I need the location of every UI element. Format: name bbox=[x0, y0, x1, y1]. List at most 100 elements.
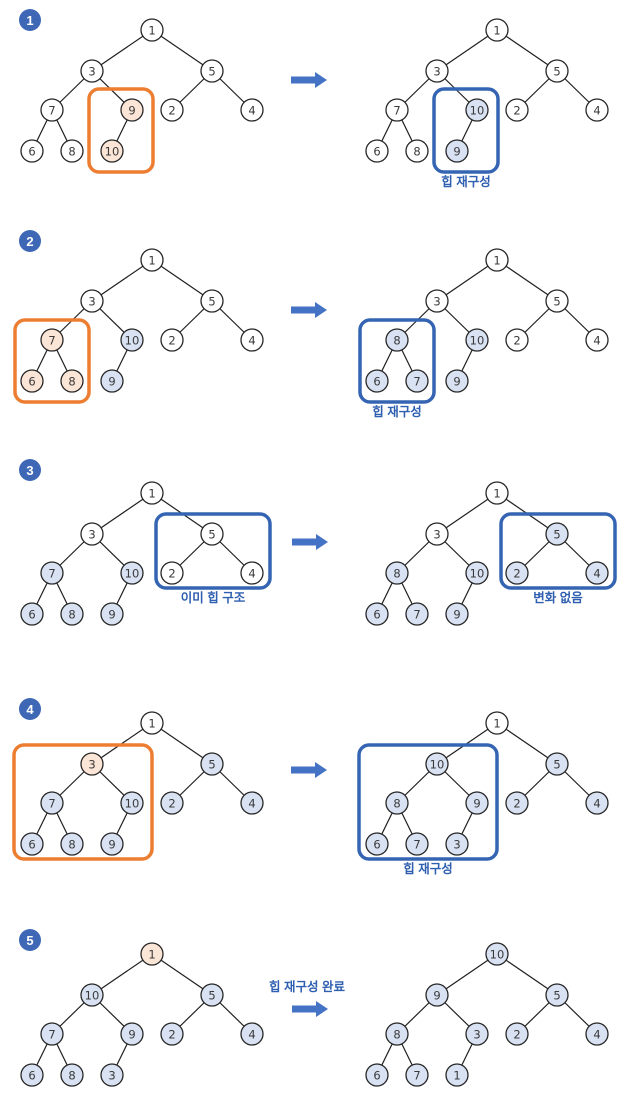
node-circle bbox=[60, 369, 84, 393]
node-circle bbox=[365, 369, 389, 393]
step-number-badge bbox=[19, 9, 41, 31]
node-value: 4 bbox=[593, 797, 600, 811]
tree-edge bbox=[496, 953, 558, 996]
node-value: 3 bbox=[453, 838, 460, 852]
node-value: 3 bbox=[88, 758, 95, 772]
step-number: 1 bbox=[26, 13, 33, 28]
node-value: 1 bbox=[493, 717, 500, 731]
node-circle bbox=[585, 791, 609, 815]
node-value: 8 bbox=[393, 334, 400, 348]
node-value: 2 bbox=[513, 1028, 520, 1042]
node-circle bbox=[140, 711, 164, 735]
node-circle bbox=[505, 328, 529, 352]
node-value: 10 bbox=[470, 104, 485, 118]
node-value: 6 bbox=[373, 838, 380, 852]
orange-highlight-box bbox=[87, 87, 155, 174]
node-circle bbox=[240, 791, 264, 815]
node-circle bbox=[545, 522, 569, 546]
node-value: 6 bbox=[373, 375, 380, 389]
node-value: 10 bbox=[470, 567, 485, 581]
node-circle bbox=[465, 561, 489, 585]
node-value: 7 bbox=[413, 375, 420, 389]
node-circle bbox=[405, 602, 429, 626]
node-circle bbox=[80, 522, 104, 546]
node-circle bbox=[485, 711, 509, 735]
node-value: 3 bbox=[108, 1069, 115, 1083]
node-circle bbox=[120, 328, 144, 352]
node-value: 9 bbox=[108, 375, 115, 389]
node-value: 5 bbox=[553, 528, 560, 542]
orange-highlight-box bbox=[12, 743, 154, 861]
node-value: 9 bbox=[108, 608, 115, 622]
node-circle bbox=[20, 369, 44, 393]
node-value: 3 bbox=[433, 295, 440, 309]
node-circle bbox=[240, 561, 264, 585]
node-circle bbox=[160, 1022, 184, 1046]
node-circle bbox=[485, 481, 509, 505]
node-value: 4 bbox=[248, 104, 255, 118]
step-number-badge bbox=[19, 929, 41, 951]
node-value: 10 bbox=[125, 567, 140, 581]
node-value: 2 bbox=[168, 334, 175, 348]
step-number-badge bbox=[19, 459, 41, 481]
node-circle bbox=[365, 832, 389, 856]
node-circle bbox=[445, 1063, 469, 1087]
node-value: 8 bbox=[68, 145, 75, 159]
node-value: 3 bbox=[473, 1028, 480, 1042]
node-circle bbox=[385, 561, 409, 585]
node-value: 1 bbox=[493, 254, 500, 268]
node-circle bbox=[100, 1063, 124, 1087]
node-value: 1 bbox=[493, 487, 500, 501]
node-circle bbox=[445, 369, 469, 393]
node-circle bbox=[40, 328, 64, 352]
node-value: 9 bbox=[433, 989, 440, 1003]
node-value: 4 bbox=[248, 334, 255, 348]
node-value: 6 bbox=[373, 145, 380, 159]
node-value: 5 bbox=[208, 295, 215, 309]
node-circle bbox=[485, 248, 509, 272]
tree-edge bbox=[436, 29, 498, 72]
step-number: 4 bbox=[26, 702, 34, 717]
node-circle bbox=[120, 1022, 144, 1046]
node-circle bbox=[365, 602, 389, 626]
node-circle bbox=[585, 561, 609, 585]
step-number-badge bbox=[19, 698, 41, 720]
blue-highlight-box bbox=[499, 512, 617, 590]
node-circle bbox=[120, 561, 144, 585]
node-circle bbox=[545, 752, 569, 776]
arrow-right-icon bbox=[291, 302, 327, 318]
node-value: 5 bbox=[208, 758, 215, 772]
node-circle bbox=[585, 98, 609, 122]
tree-edge bbox=[91, 953, 153, 996]
node-value: 7 bbox=[393, 104, 400, 118]
node-value: 7 bbox=[413, 1069, 420, 1083]
node-circle bbox=[240, 1022, 264, 1046]
node-value: 4 bbox=[593, 334, 600, 348]
node-value: 2 bbox=[513, 797, 520, 811]
node-circle bbox=[405, 139, 429, 163]
arrow-right-icon bbox=[291, 762, 327, 778]
node-value: 5 bbox=[553, 295, 560, 309]
node-circle bbox=[100, 369, 124, 393]
node-circle bbox=[365, 139, 389, 163]
step-3-left-caption: 이미 힙 구조 bbox=[181, 590, 246, 605]
tree-edge bbox=[151, 29, 213, 72]
node-circle bbox=[40, 1022, 64, 1046]
node-value: 10 bbox=[490, 948, 505, 962]
node-value: 6 bbox=[28, 608, 35, 622]
blue-highlight-box bbox=[154, 512, 272, 590]
node-circle bbox=[445, 602, 469, 626]
node-circle bbox=[425, 522, 449, 546]
node-circle bbox=[160, 98, 184, 122]
node-value: 1 bbox=[148, 717, 155, 731]
tree-edge bbox=[91, 259, 153, 302]
node-circle bbox=[60, 139, 84, 163]
node-value: 5 bbox=[553, 989, 560, 1003]
node-value: 7 bbox=[48, 1028, 55, 1042]
